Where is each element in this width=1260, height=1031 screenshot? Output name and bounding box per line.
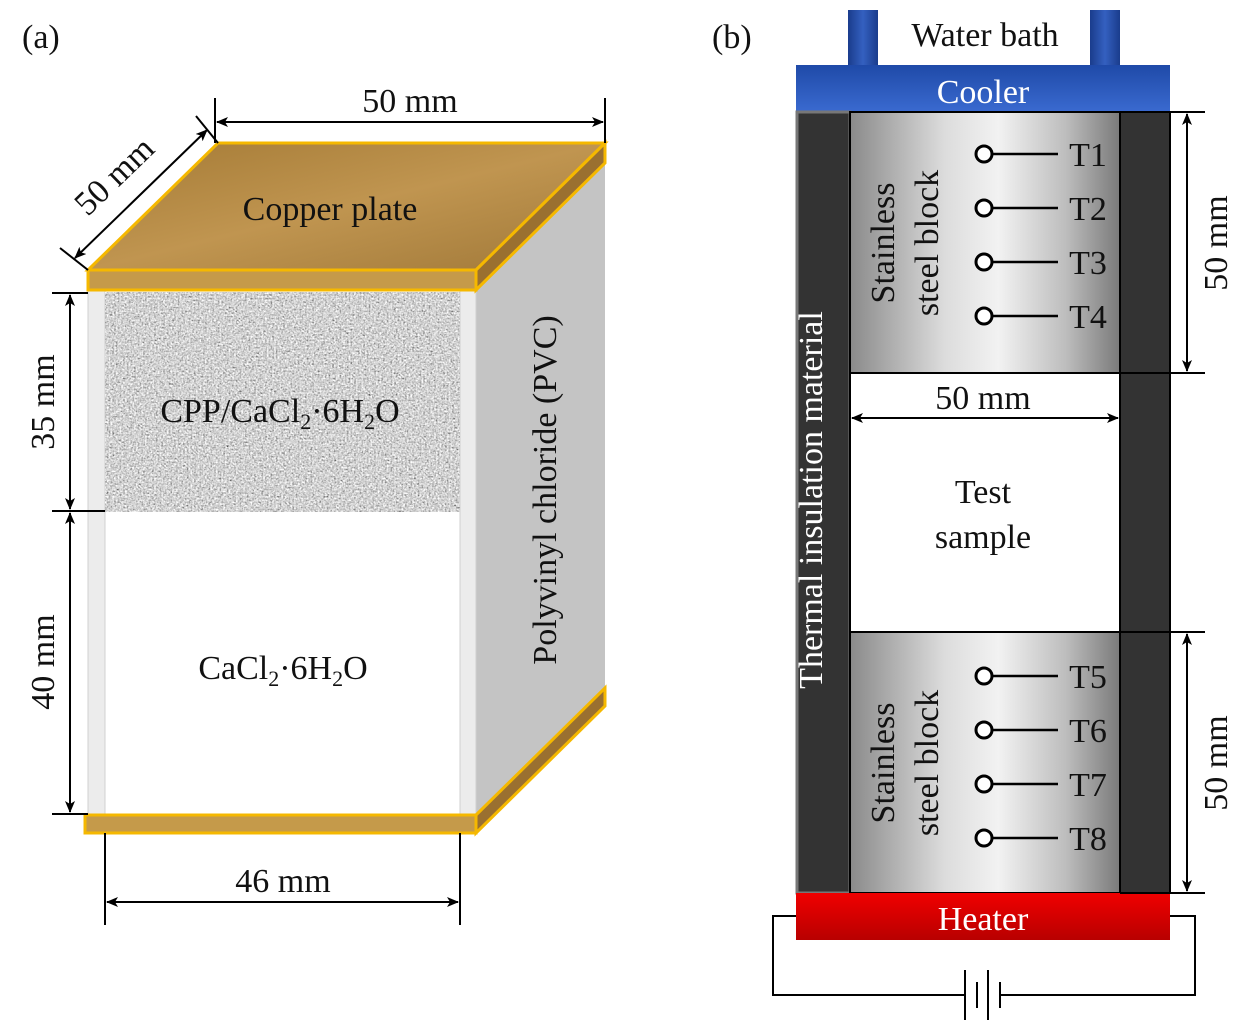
dimension-bottom-width: 46 mm: [104, 833, 461, 925]
steel-bottom-label-1: Stainless: [865, 703, 902, 824]
steel-top-label-1: Stainless: [865, 183, 902, 304]
dim-upper-height-label: 35 mm: [25, 354, 62, 449]
heater-label: Heater: [938, 901, 1029, 938]
sensor-point-icon: [974, 828, 994, 848]
sensor-point-icon: [974, 666, 994, 686]
sensor-point-icon: [974, 306, 994, 326]
insulation-label: Thermal insulation material: [793, 311, 830, 689]
bottom-plate-side-edge: [474, 684, 607, 837]
panel-b-label: (b): [712, 19, 752, 56]
thermocouple-label: T5: [1069, 659, 1107, 696]
copper-plate-side-edge: [474, 139, 607, 294]
pvc-side-face: [476, 163, 605, 815]
dim-top-label: 50 mm: [362, 83, 457, 120]
water-inlet-pipe: [848, 10, 878, 66]
cooler-label: Cooler: [937, 74, 1030, 111]
thermocouple-label: T1: [1069, 137, 1107, 174]
thermocouple-t7: T7: [974, 767, 1107, 804]
panel-a-label: (a): [22, 19, 60, 56]
thermocouple-t5: T5: [974, 659, 1107, 696]
composite-label: CPP/CaCl2·6H2O: [160, 393, 399, 434]
thermocouple-label: T8: [1069, 821, 1107, 858]
dimension-top-block: 50 mm: [1120, 111, 1235, 374]
thermocouple-t8: T8: [974, 821, 1107, 858]
cpp-composite-layer: [105, 292, 460, 512]
insulation-right: [1119, 111, 1171, 894]
cooler: [796, 65, 1170, 112]
water-outlet-pipe: [1090, 10, 1120, 66]
thermocouple-t6: T6: [974, 713, 1107, 750]
thermocouple-label: T3: [1069, 245, 1107, 282]
dim-depth-label: 50 mm: [68, 130, 162, 223]
thermocouple-label: T4: [1069, 299, 1107, 336]
thermocouple-t1: T1: [974, 137, 1107, 174]
sensor-point-icon: [974, 198, 994, 218]
steel-top-label-2: steel block: [909, 170, 946, 316]
sensor-point-icon: [974, 720, 994, 740]
thermocouple-label: T7: [1069, 767, 1107, 804]
test-sample-label-1: Test: [955, 474, 1012, 511]
power-circuit: [772, 915, 1196, 1020]
copper-plate-label: Copper plate: [243, 191, 418, 228]
bottom-plate-front-edge: [83, 813, 478, 835]
salt-hydrate-label: CaCl2·6H2O: [198, 650, 367, 691]
dimension-sample-width: 50 mm: [851, 380, 1119, 423]
heater: [796, 893, 1170, 940]
thermocouple-t2: T2: [974, 191, 1107, 228]
thermocouple-label: T6: [1069, 713, 1107, 750]
dim-lower-height-label: 40 mm: [25, 614, 62, 709]
dimension-lower-height: 40 mm: [25, 512, 88, 815]
sensor-point-icon: [974, 144, 994, 164]
water-bath-label: Water bath: [911, 17, 1058, 54]
thermocouple-t4: T4: [974, 299, 1107, 336]
pvc-right-wall: [459, 289, 477, 816]
pvc-left-wall: [87, 289, 106, 816]
dimension-bottom-block: 50 mm: [1120, 631, 1235, 894]
dim-top-block-label: 50 mm: [1198, 195, 1235, 290]
dimension-top-width: 50 mm: [214, 83, 606, 143]
thermocouple-t3: T3: [974, 245, 1107, 282]
dim-bottom-label: 46 mm: [235, 863, 330, 900]
thermocouple-label: T2: [1069, 191, 1107, 228]
copper-plate-front-edge: [86, 268, 478, 292]
test-sample-label-2: sample: [935, 519, 1031, 556]
steel-bottom-label-2: steel block: [909, 690, 946, 836]
dim-sample-width-label: 50 mm: [935, 380, 1030, 417]
dimension-upper-height: 35 mm: [25, 292, 105, 512]
dim-bottom-block-label: 50 mm: [1198, 715, 1235, 810]
sensor-point-icon: [974, 774, 994, 794]
pvc-label: Polyvinyl chloride (PVC): [527, 315, 564, 664]
sensor-point-icon: [974, 252, 994, 272]
